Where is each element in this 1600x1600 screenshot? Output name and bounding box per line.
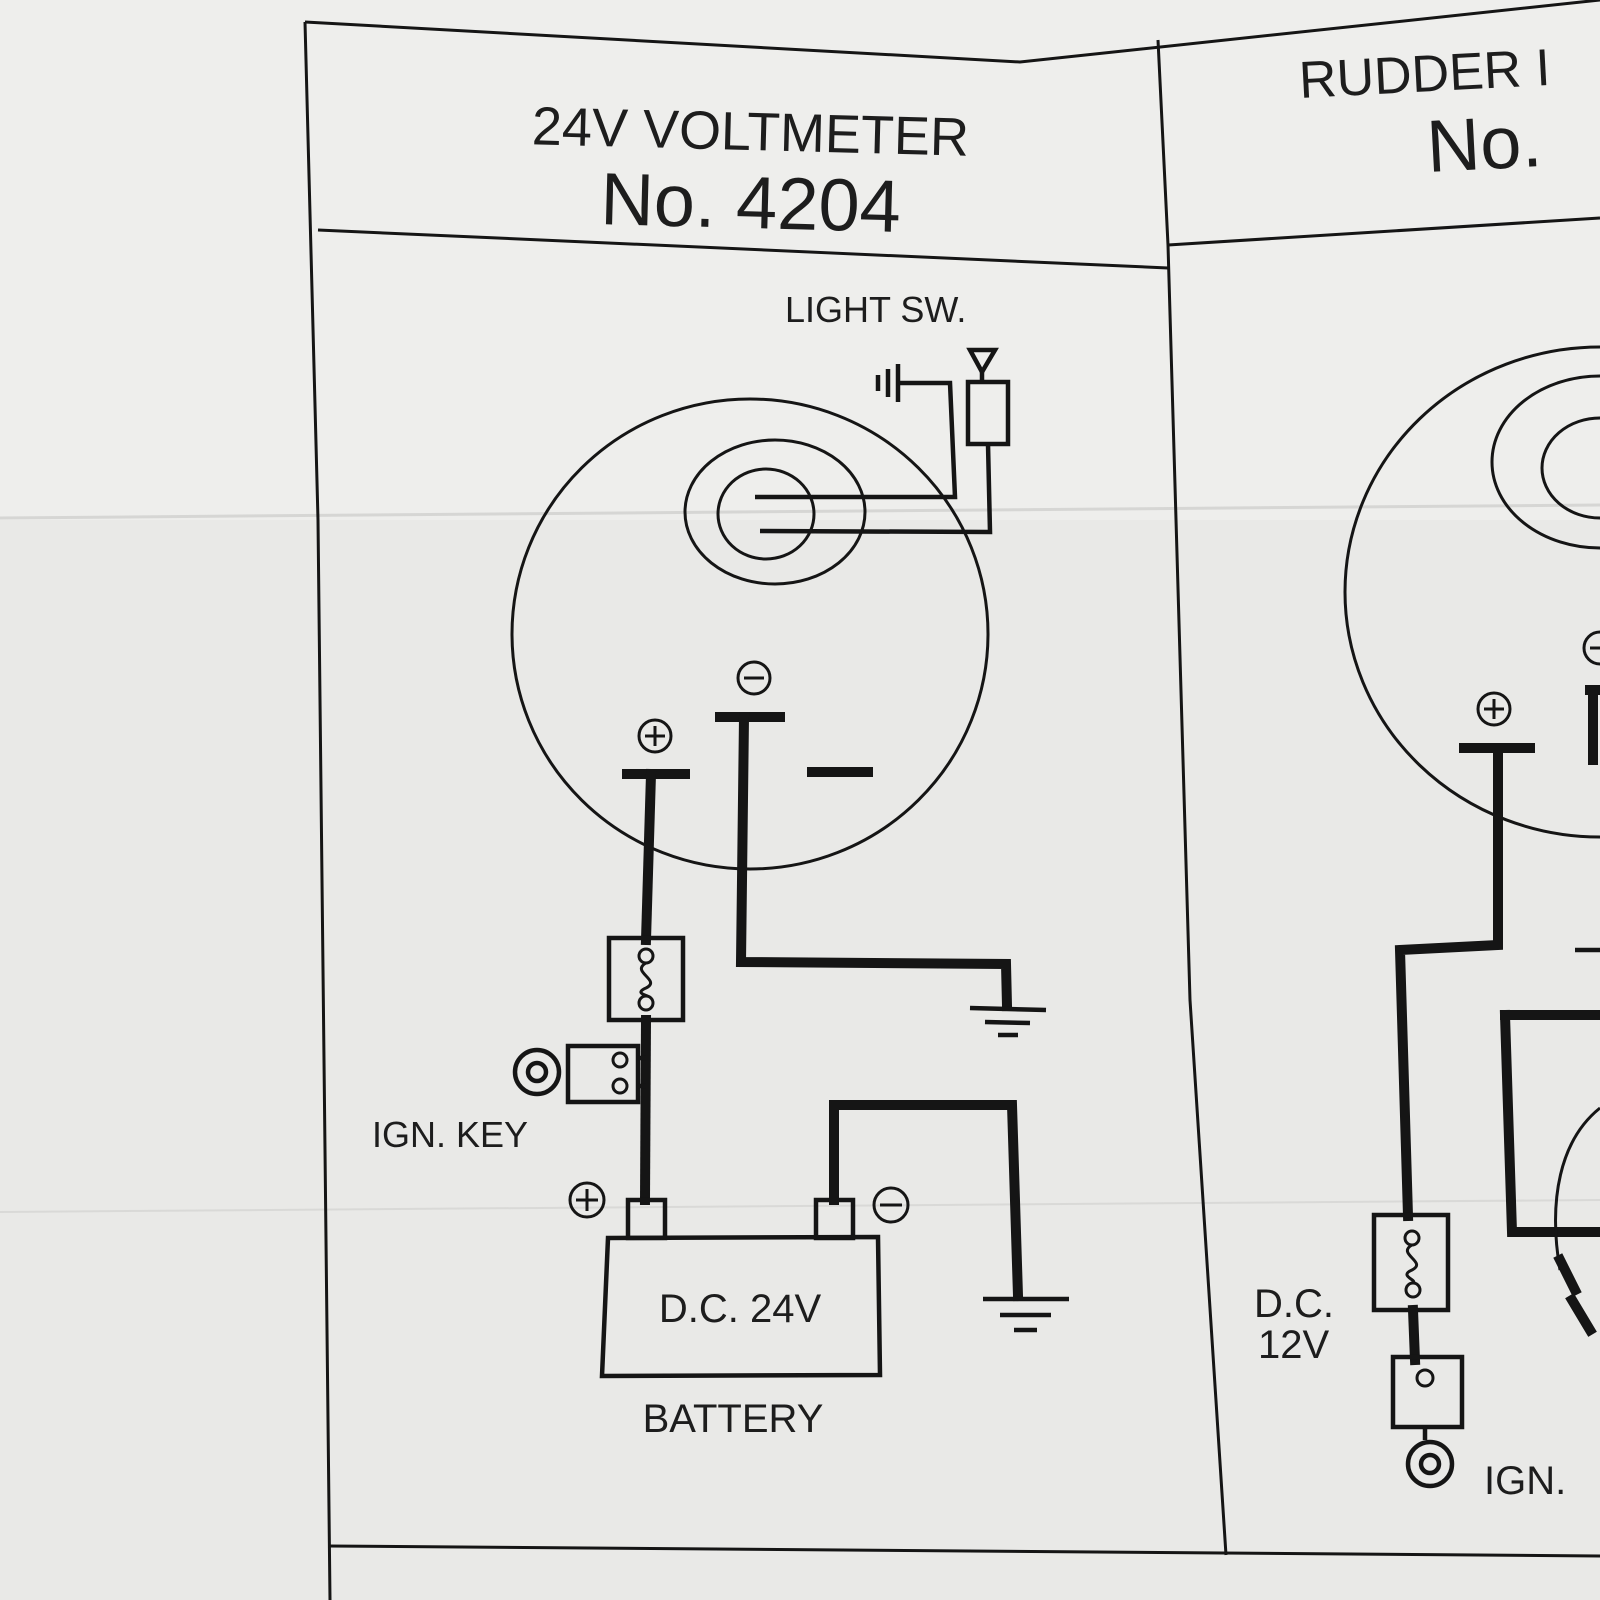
paper-fold-line-lower [0, 1199, 1600, 1213]
right-supply-label-line1: D.C. [1254, 1282, 1334, 1326]
paper-fold-line [0, 503, 1600, 520]
frame-top-line [304, 0, 1600, 64]
battery-voltage-label: D.C. 24V [659, 1287, 822, 1331]
right-lamp-socket-outer [1490, 374, 1600, 550]
positive-supply-circuit [606, 768, 690, 1206]
right-meter-outline [1343, 345, 1600, 839]
ignition-key-icon [512, 1047, 562, 1097]
left-panel-title: 24V VOLTMETER No. 4204 [531, 96, 970, 248]
right-panel-title: RUDDER I No. [1298, 39, 1552, 188]
meter-terminal-symbols [637, 660, 772, 754]
negative-ground-circuit [715, 711, 1047, 1038]
light-ground-wire [755, 380, 958, 500]
lamp-symbol-icon [966, 347, 999, 377]
right-negative-icon [1582, 630, 1600, 666]
supply-wire-lower [639, 1014, 652, 1206]
frame-left-title-divider [317, 228, 1169, 270]
supply-wire-upper [640, 768, 657, 946]
battery-label: BATTERY [643, 1397, 824, 1441]
right-supply-label-line2: 12V [1258, 1323, 1329, 1367]
right-ignition-key-icon [1405, 1439, 1455, 1489]
light-switch-label: LIGHT SW. [785, 289, 966, 330]
ground-symbol-icon [969, 1005, 1047, 1013]
left-title-line1: 24V VOLTMETER [531, 96, 970, 167]
battery-ground-circuit [829, 1100, 1069, 1333]
right-diagram-partial: D.C. 12V IGN. [1254, 345, 1600, 1503]
frame-right-title-divider [1167, 216, 1600, 247]
light-supply-wire [759, 443, 993, 535]
meter-ground-wire [735, 711, 1013, 1012]
left-title-line2: No. 4204 [599, 157, 901, 248]
frame-bottom-line [327, 1544, 1600, 1558]
ignition-key-label: IGN. KEY [372, 1114, 528, 1155]
right-positive-icon [1476, 691, 1512, 727]
battery-positive-icon [568, 1181, 606, 1219]
light-switch: LIGHT SW. [755, 289, 1011, 535]
meter-positive-icon [637, 718, 673, 754]
lamp-socket-outer [683, 438, 867, 586]
frame-left-line [303, 21, 332, 1600]
battery-ground-wire [829, 1100, 1024, 1302]
voltmeter-outline [510, 397, 990, 871]
lamp-socket-inner [716, 467, 816, 561]
paper-upper-shade [0, 0, 1600, 520]
ignition-key: IGN. KEY [372, 1043, 646, 1155]
battery-box [599, 1234, 883, 1379]
right-ignition-label: IGN. [1484, 1459, 1566, 1503]
panel-frames [303, 0, 1600, 1600]
right-title-line1: RUDDER I [1298, 39, 1552, 110]
ignition-switch-box [565, 1043, 641, 1105]
meter-negative-icon [736, 660, 772, 696]
frame-divider-line [1156, 39, 1228, 1556]
battery: D.C. 24V BATTERY [568, 1181, 910, 1441]
voltmeter-body [510, 397, 990, 871]
right-ignition-box [1390, 1354, 1465, 1430]
battery-negative-icon [872, 1186, 910, 1224]
right-title-line2: No. [1424, 99, 1543, 188]
right-sender-box [1499, 1009, 1600, 1237]
right-supply-wire [1394, 743, 1503, 1222]
right-lamp-socket-inner [1540, 416, 1600, 520]
